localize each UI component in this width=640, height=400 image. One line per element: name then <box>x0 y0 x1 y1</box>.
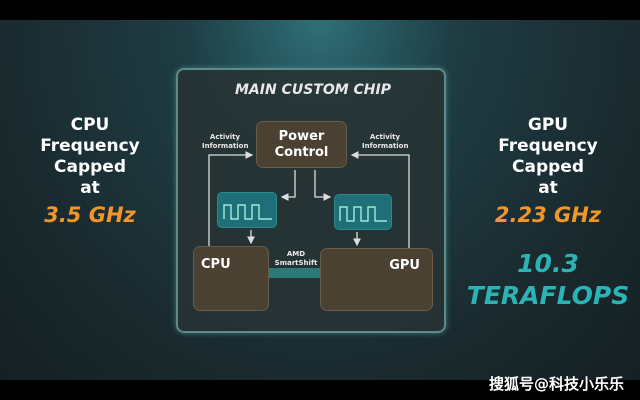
label: Frequency <box>40 136 140 156</box>
activity-info-right: Activity Information <box>362 133 408 151</box>
label: Capped <box>512 157 584 177</box>
cpu-frequency-value: 3.5 GHz <box>44 203 136 227</box>
gpu-clock-icon <box>334 194 392 230</box>
gpu-frequency-text: GPU Frequency Capped at 2.23 GHz <box>473 115 623 226</box>
watermark: 搜狐号@科技小乐乐 <box>488 375 624 393</box>
label: Capped <box>54 157 126 177</box>
gpu-frequency-value: 2.23 GHz <box>494 203 602 227</box>
chip-title: MAIN CUSTOM CHIP <box>234 82 391 98</box>
teraflops-unit: TERAFLOPS <box>466 281 630 310</box>
activity-info-left: Activity Information <box>202 133 248 151</box>
label: at <box>80 178 100 198</box>
teraflops-value: 10.3 <box>517 249 579 278</box>
label: at <box>538 178 558 198</box>
label: GPU <box>527 115 569 135</box>
cpu-clock-icon <box>217 192 277 228</box>
label: Control <box>274 145 329 160</box>
teraflops: 10.3 TERAFLOPS <box>448 248 640 312</box>
cpu-block: CPU <box>193 246 269 311</box>
label: SmartShift <box>274 259 318 267</box>
smartshift-label: AMD SmartShift <box>271 250 321 268</box>
connector-arrows <box>208 151 410 282</box>
label: Information <box>362 142 409 150</box>
label: Activity <box>369 133 401 141</box>
cpu-label: CPU <box>201 257 231 272</box>
label: CPU <box>70 115 110 135</box>
label: Power <box>278 129 325 144</box>
slide: CPU Frequency Capped at 3.5 GHz GPU Freq… <box>0 20 640 380</box>
gpu-block: GPU <box>320 248 433 311</box>
label: Activity <box>209 133 241 141</box>
cpu-frequency-text: CPU Frequency Capped at 3.5 GHz <box>15 115 165 226</box>
label: Frequency <box>498 136 598 156</box>
power-control-block: Power Control <box>256 121 347 168</box>
label: Information <box>202 142 249 150</box>
label: AMD <box>286 250 306 258</box>
gpu-label: GPU <box>389 258 420 273</box>
